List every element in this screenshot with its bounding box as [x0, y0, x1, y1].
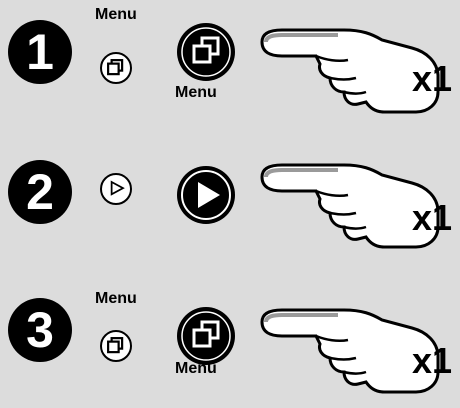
menu-button-large[interactable] — [176, 22, 236, 82]
step-number: 3 — [8, 298, 72, 362]
step-1: 1 Menu Menu x1 — [0, 0, 460, 120]
menu-button-small[interactable] — [100, 330, 132, 362]
menu-label-large: Menu — [175, 84, 217, 102]
step-number: 1 — [8, 20, 72, 84]
press-count: x1 — [412, 197, 452, 239]
menu-label-large: Menu — [175, 360, 217, 378]
menu-copy-icon — [102, 54, 130, 82]
step-number: 2 — [8, 160, 72, 224]
press-count: x1 — [412, 58, 452, 100]
play-button-small[interactable] — [100, 173, 132, 205]
step-2: 2 x1 — [0, 135, 460, 255]
menu-button-large[interactable] — [176, 306, 236, 366]
menu-label-small: Menu — [95, 6, 137, 24]
menu-button-small[interactable] — [100, 52, 132, 84]
menu-label-small: Menu — [95, 290, 137, 308]
press-count: x1 — [412, 340, 452, 382]
play-button-large[interactable] — [176, 165, 236, 225]
menu-copy-icon — [102, 332, 130, 360]
step-3: 3 Menu Menu x1 — [0, 270, 460, 390]
play-icon — [102, 175, 130, 203]
